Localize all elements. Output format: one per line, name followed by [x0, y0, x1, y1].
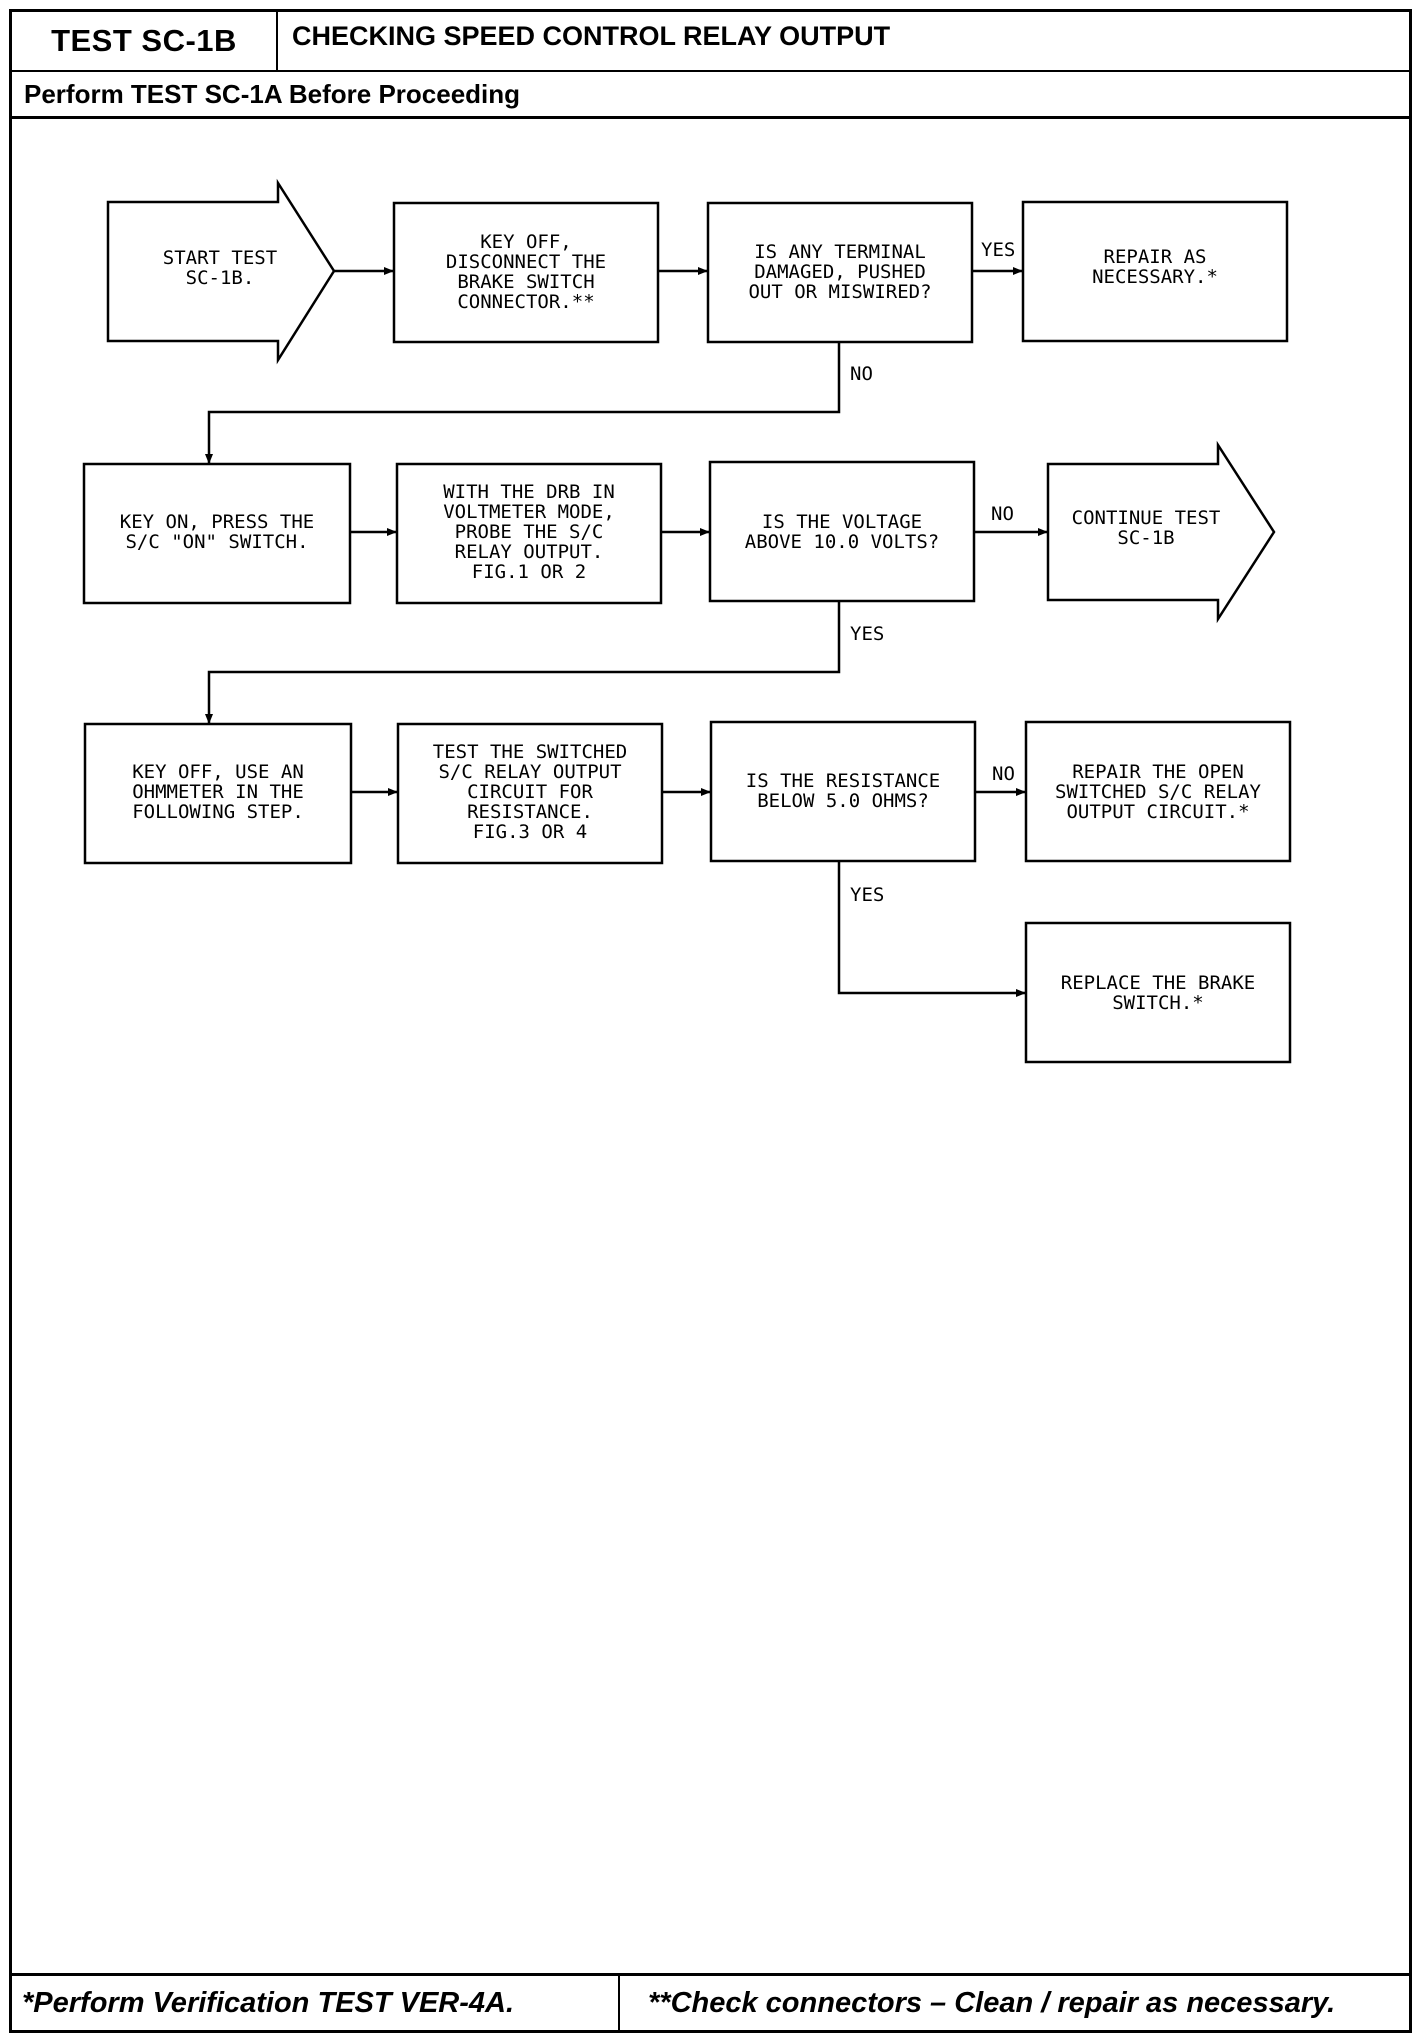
box-text-line: NECESSARY.* — [1092, 266, 1218, 288]
label-yes-voltage: YES — [850, 623, 884, 645]
label-no-voltage: NO — [991, 503, 1014, 525]
box-text-line: S/C RELAY OUTPUT — [438, 761, 621, 783]
box-terminal-question — [706, 201, 974, 344]
box-resistance-question — [709, 720, 977, 863]
box-text-line: SC-1B. — [186, 267, 255, 289]
box-text-line: DISCONNECT THE — [446, 251, 606, 273]
box-text-line: SWITCHED S/C RELAY — [1055, 781, 1261, 803]
box-text-line: WITH THE DRB IN — [443, 481, 615, 503]
box-text-line: PROBE THE S/C — [455, 521, 604, 543]
box-text-line: IS THE RESISTANCE — [746, 770, 940, 792]
label-yes-resistance: YES — [850, 884, 884, 906]
box-text-line: DAMAGED, PUSHED — [754, 261, 926, 283]
footnote-verification: *Perform Verification TEST VER-4A. — [12, 1976, 620, 2030]
label-yes-terminal: YES — [981, 239, 1015, 261]
box-text-line: CONNECTOR.** — [457, 291, 594, 313]
box-text-line: CONTINUE TEST — [1072, 507, 1221, 529]
prerequisite-row: Perform TEST SC-1A Before Proceeding — [12, 70, 1409, 119]
box-text-line: BELOW 5.0 OHMS? — [757, 790, 929, 812]
box-text-line: KEY OFF, USE AN — [132, 761, 304, 783]
box-probe — [395, 462, 663, 605]
box-repair-as-necessary — [1021, 200, 1289, 343]
prerequisite-note: Perform TEST SC-1A Before Proceeding — [24, 79, 521, 109]
box-text-line: OUT OR MISWIRED? — [748, 281, 931, 303]
box-text-line: TEST THE SWITCHED — [433, 741, 627, 763]
box-test-circuit — [396, 722, 664, 865]
box-text-line: OHMMETER IN THE — [132, 781, 304, 803]
box-text-line: FIG.1 OR 2 — [472, 561, 586, 583]
box-text-line: IS THE VOLTAGE — [762, 511, 922, 533]
box-text-line: SWITCH.* — [1112, 992, 1204, 1014]
box-text-line: OUTPUT CIRCUIT.* — [1066, 801, 1249, 823]
label-no-resistance: NO — [992, 763, 1015, 785]
connector-resistance-yes — [837, 861, 1026, 997]
test-id: TEST SC-1B — [12, 12, 278, 70]
box-text-line: RESISTANCE. — [467, 801, 593, 823]
header-row: TEST SC-1B CHECKING SPEED CONTROL RELAY … — [12, 12, 1409, 72]
start-arrow-shape — [106, 178, 336, 365]
footnote-connectors: **Check connectors – Clean / repair as n… — [648, 1986, 1336, 2019]
box-text-line: S/C "ON" SWITCH. — [125, 531, 308, 553]
box-text-line: FOLLOWING STEP. — [132, 801, 304, 823]
box-text-line: REPAIR THE OPEN — [1072, 761, 1244, 783]
box-text-line: CIRCUIT FOR — [467, 781, 593, 803]
box-repair-open — [1024, 720, 1292, 863]
box-text-line: FIG.3 OR 4 — [473, 821, 587, 843]
box-replace-switch — [1024, 921, 1292, 1064]
test-page: TEST SC-1B CHECKING SPEED CONTROL RELAY … — [9, 9, 1412, 2033]
connector-voltage-yes — [205, 601, 841, 724]
box-text-line: RELAY OUTPUT. — [455, 541, 604, 563]
box-key-on — [82, 462, 352, 605]
connector-terminal-no — [205, 342, 841, 464]
footer-row: *Perform Verification TEST VER-4A. **Che… — [12, 1973, 1409, 2030]
box-disconnect — [392, 201, 660, 344]
box-text-line: IS ANY TERMINAL — [754, 241, 926, 263]
test-title: CHECKING SPEED CONTROL RELAY OUTPUT — [292, 21, 891, 51]
box-text-line: START TEST — [163, 247, 277, 269]
box-text-line: BRAKE SWITCH — [457, 271, 594, 293]
box-text-line: KEY OFF, — [480, 231, 572, 253]
box-ohmmeter — [83, 722, 353, 865]
box-text-line: VOLTMETER MODE, — [443, 501, 615, 523]
box-text-line: ABOVE 10.0 VOLTS? — [745, 531, 939, 553]
label-no-terminal: NO — [850, 363, 873, 385]
box-text-line: KEY ON, PRESS THE — [120, 511, 314, 533]
continue-arrow-shape — [1046, 440, 1276, 624]
box-text-line: REPLACE THE BRAKE — [1061, 972, 1255, 994]
box-text-line: REPAIR AS — [1104, 246, 1207, 268]
box-text-line: SC-1B — [1117, 527, 1174, 549]
